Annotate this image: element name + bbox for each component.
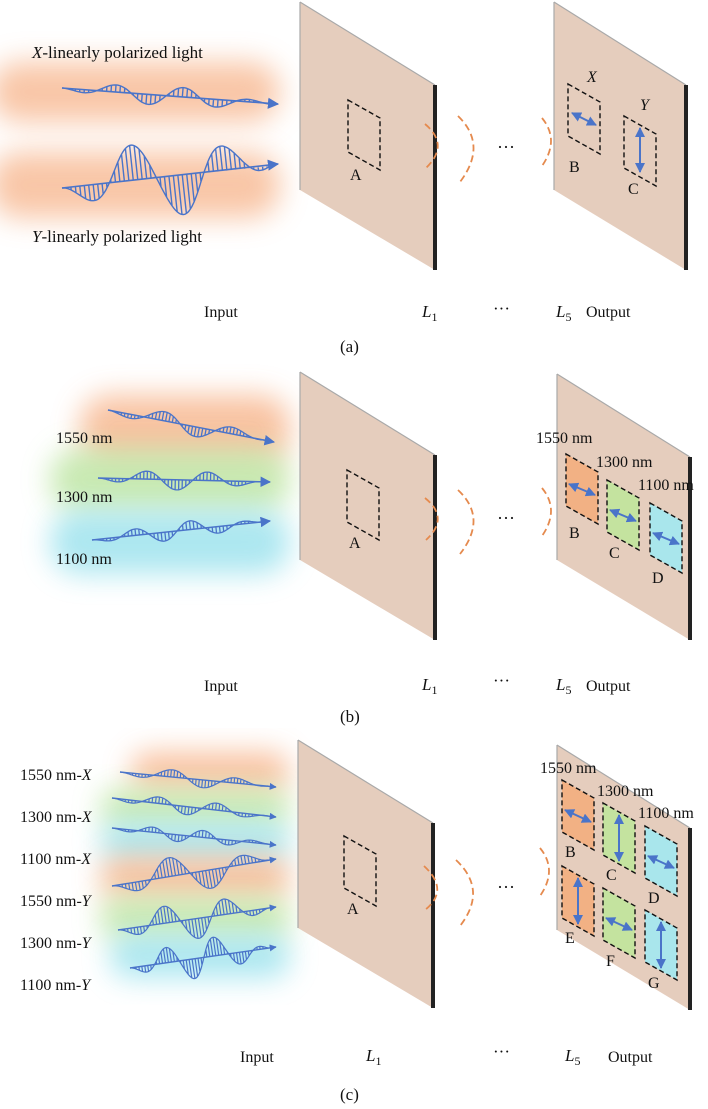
wave-1300-x bbox=[111, 796, 277, 820]
glow-1100-y bbox=[110, 934, 290, 978]
glow-1550-x bbox=[130, 752, 290, 792]
region-b-arrow bbox=[568, 482, 596, 497]
out-label-1550: 1550 nm bbox=[536, 430, 593, 447]
caption-ellipsis: ··· bbox=[493, 299, 510, 318]
panel-a: X-linearly polarized light Y-linearly po… bbox=[0, 1, 688, 356]
caption-l1: L1 bbox=[365, 1046, 381, 1068]
region-c-label: C bbox=[609, 545, 620, 562]
region-g-label: G bbox=[648, 975, 660, 992]
label-1550-y: 1550 nm-Y bbox=[20, 893, 93, 910]
out-label-1100: 1100 nm bbox=[638, 477, 694, 494]
caption-output: Output bbox=[586, 678, 631, 695]
region-a-outline bbox=[346, 468, 380, 542]
plate-l1: A bbox=[297, 739, 435, 1008]
glow-x-polarized bbox=[0, 62, 280, 122]
plate-output: B C D bbox=[556, 373, 692, 640]
panel-label-b: (b) bbox=[340, 707, 360, 726]
panel-label-a: (a) bbox=[340, 337, 359, 356]
caption-l1: L1 bbox=[421, 302, 437, 324]
out-label-1300: 1300 nm bbox=[596, 454, 653, 471]
layer-ellipsis: ··· bbox=[497, 877, 515, 897]
pol-label-x: X bbox=[586, 69, 598, 86]
plate-l1: A bbox=[299, 1, 437, 270]
region-d-label: D bbox=[648, 890, 660, 907]
label-y-polarized: Y-linearly polarized light bbox=[32, 227, 202, 246]
caption-l5: L5 bbox=[564, 1046, 580, 1068]
label-1100: 1100 nm bbox=[56, 551, 112, 568]
region-c-label: C bbox=[628, 181, 639, 198]
out-label-1100: 1100 nm bbox=[638, 805, 694, 822]
region-b-outline bbox=[567, 82, 601, 156]
polarization-arrow-x bbox=[571, 112, 597, 126]
caption-ellipsis: ··· bbox=[493, 1042, 510, 1061]
wave-1100-x bbox=[111, 826, 277, 848]
region-c-label: C bbox=[606, 867, 617, 884]
wave-x-polarized bbox=[61, 84, 280, 109]
caption-ellipsis: ··· bbox=[493, 671, 510, 690]
glow-1300-y bbox=[100, 896, 290, 940]
propagation-arcs bbox=[423, 847, 550, 927]
region-e-label: E bbox=[565, 930, 575, 947]
label-1300-y: 1300 nm-Y bbox=[20, 935, 93, 952]
caption-output: Output bbox=[608, 1049, 653, 1066]
region-a-label: A bbox=[350, 167, 362, 184]
caption-output: Output bbox=[586, 304, 631, 321]
region-b-arrow bbox=[564, 809, 592, 823]
region-b-label: B bbox=[569, 159, 580, 176]
caption-input: Input bbox=[240, 1049, 274, 1066]
region-a-outline bbox=[343, 834, 377, 908]
region-a-label: A bbox=[349, 535, 361, 552]
wave-1550-y bbox=[111, 854, 277, 892]
label-x-polarized: X-linearly polarized light bbox=[31, 43, 203, 62]
region-a-outline bbox=[347, 98, 381, 172]
label-1100-y: 1100 nm-Y bbox=[20, 977, 92, 994]
region-a-label: A bbox=[347, 901, 359, 918]
label-1300-x: 1300 nm-X bbox=[20, 809, 93, 826]
caption-l1: L1 bbox=[421, 675, 437, 697]
wave-1300 bbox=[97, 470, 272, 491]
label-1550-x: 1550 nm-X bbox=[20, 767, 93, 784]
layer-ellipsis: ··· bbox=[497, 137, 515, 157]
caption-input: Input bbox=[204, 304, 238, 321]
region-f-label: F bbox=[606, 953, 615, 970]
region-c-arrow bbox=[609, 508, 637, 523]
wave-1100 bbox=[91, 516, 272, 542]
region-c-outline bbox=[623, 114, 657, 188]
wave-y-polarized bbox=[61, 144, 280, 216]
out-label-1300: 1300 nm bbox=[597, 783, 654, 800]
region-f-arrow bbox=[605, 917, 633, 931]
caption-l5: L5 bbox=[555, 675, 571, 697]
caption-l5: L5 bbox=[555, 302, 571, 324]
plate-output: B C D E F G bbox=[556, 744, 692, 1010]
wave-1300-y bbox=[117, 898, 277, 940]
region-b-label: B bbox=[569, 525, 580, 542]
label-1100-x: 1100 nm-X bbox=[20, 851, 92, 868]
pol-label-y: Y bbox=[640, 97, 651, 114]
propagation-arcs bbox=[424, 115, 552, 183]
out-label-1550: 1550 nm bbox=[540, 760, 597, 777]
panel-label-c: (c) bbox=[340, 1085, 359, 1104]
region-d-arrow bbox=[652, 531, 680, 546]
wave-1550-x bbox=[119, 769, 277, 790]
caption-input: Input bbox=[204, 678, 238, 695]
region-b-label: B bbox=[565, 844, 576, 861]
plate-output: B X C Y bbox=[553, 1, 688, 270]
label-1300: 1300 nm bbox=[56, 489, 113, 506]
label-1550: 1550 nm bbox=[56, 430, 113, 447]
panel-b: 1550 nm 1300 nm 1100 nm A ··· B bbox=[50, 371, 694, 726]
panel-c: 1550 nm-X 1300 nm-X 1100 nm-X 1550 nm-Y … bbox=[20, 739, 694, 1104]
region-d-label: D bbox=[652, 570, 664, 587]
wave-1550 bbox=[107, 409, 276, 446]
region-d-arrow bbox=[647, 855, 675, 869]
wave-1100-y bbox=[129, 936, 277, 980]
glow-y-polarized bbox=[0, 152, 280, 218]
layer-ellipsis: ··· bbox=[497, 508, 515, 528]
propagation-arcs bbox=[424, 487, 552, 555]
plate-l1: A bbox=[299, 371, 437, 640]
